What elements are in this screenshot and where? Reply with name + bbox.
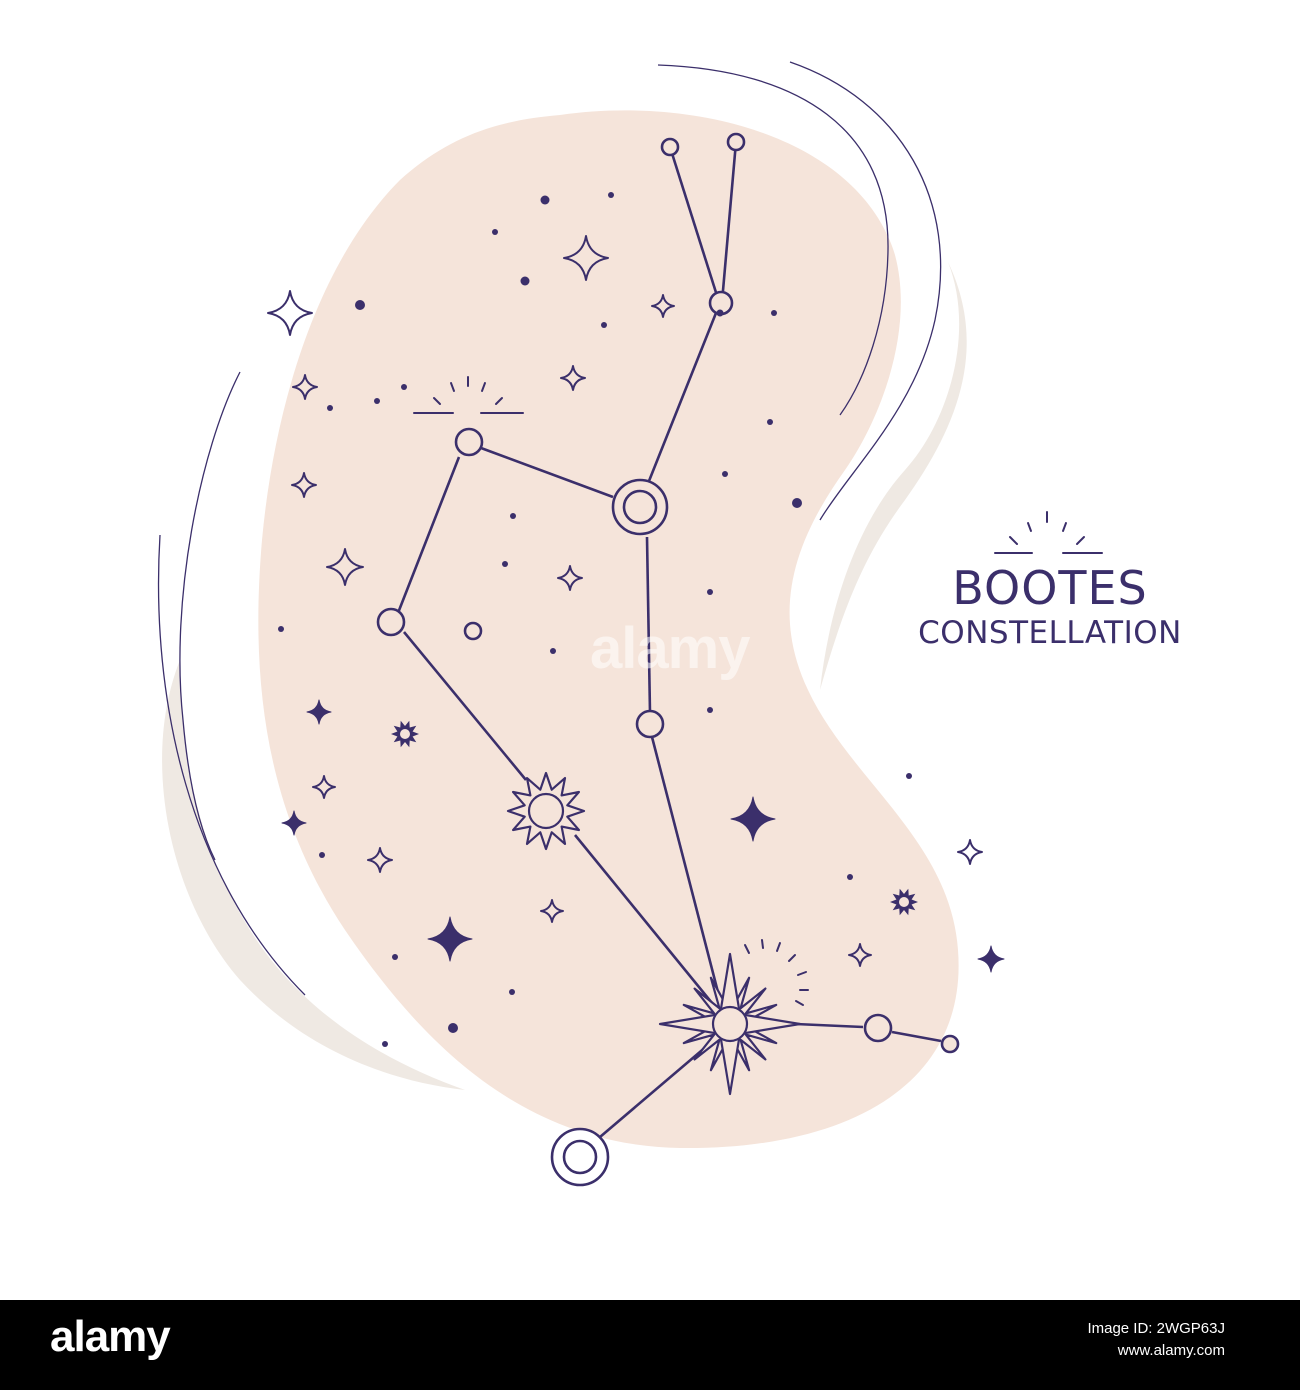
flower-core xyxy=(899,897,909,907)
filled-sparkle-icon xyxy=(730,796,776,842)
dot-icon xyxy=(771,310,777,316)
background-blob xyxy=(258,110,959,1149)
constellation-lines xyxy=(396,141,942,1138)
dot-icon xyxy=(382,1041,388,1047)
swoosh-right-shape xyxy=(820,262,967,690)
dot-icon xyxy=(401,384,407,390)
star-node-icon xyxy=(635,709,665,739)
sun-burst-core xyxy=(527,792,565,830)
dot-icon xyxy=(707,707,713,713)
dot-icon xyxy=(509,989,515,995)
ring-star-nodes xyxy=(376,132,960,1054)
site-url[interactable]: www.alamy.com xyxy=(1117,1342,1225,1359)
star-node-icon xyxy=(454,427,484,457)
dot-icon xyxy=(767,419,773,425)
compass-star-core xyxy=(711,1005,749,1043)
filled-sparkle-icon xyxy=(281,810,307,836)
outline-sparkle-icon xyxy=(267,290,313,336)
dot-icon xyxy=(722,471,728,477)
dot-icon xyxy=(792,498,802,508)
dot-icon xyxy=(319,852,325,858)
sun-burst-icon xyxy=(506,771,586,851)
dot-icon xyxy=(374,398,380,404)
dot-icon xyxy=(540,195,550,205)
constellation-artwork xyxy=(157,61,1103,1187)
sparkle-flower-icon xyxy=(890,888,918,916)
dot-icon xyxy=(550,648,556,654)
outline-sparkle-icon xyxy=(563,235,609,281)
dot-icon xyxy=(448,1023,458,1033)
filled-sparkle-icon xyxy=(977,945,1005,973)
dot-icon xyxy=(392,954,398,960)
dot-icon xyxy=(327,405,333,411)
outline-sparkle-icon xyxy=(557,565,583,591)
footer-image-info: Image ID: 2WGP63J www.alamy.com xyxy=(1087,1318,1225,1362)
dot-icon xyxy=(492,229,498,235)
compass-star-icon xyxy=(658,952,802,1096)
outline-sparkle-icon xyxy=(560,365,586,391)
page-title: BOOTES xyxy=(952,561,1148,615)
star-node-icon xyxy=(660,137,680,157)
title-ray-burst-icon xyxy=(994,511,1103,554)
footer-bar: alamy Image ID: 2WGP63J www.alamy.com xyxy=(0,1300,1300,1390)
ray-burst-icon xyxy=(413,376,524,414)
dot-icon xyxy=(847,874,853,880)
scattered-dots xyxy=(278,192,912,1047)
outline-sparkle-icon xyxy=(848,943,872,967)
outline-sparkle-icon xyxy=(957,839,983,865)
title-block: BOOTES CONSTELLATION xyxy=(880,505,1220,653)
star-node-icon xyxy=(376,607,406,637)
dot-icon xyxy=(502,561,508,567)
image-id-label: Image ID: 2WGP63J xyxy=(1087,1320,1225,1337)
dot-icon xyxy=(510,513,516,519)
star-node-icon xyxy=(863,1013,893,1043)
outline-sparkle-icon xyxy=(367,847,393,873)
dot-icon xyxy=(520,276,530,286)
ray-burst-icon xyxy=(744,939,809,1006)
dot-icon xyxy=(601,322,607,328)
dot-icon xyxy=(906,773,912,779)
dot-icon xyxy=(278,626,284,632)
outline-sparkle-icon xyxy=(292,374,318,400)
sparkle-flower-icon xyxy=(391,720,419,748)
outline-sparkle-icon xyxy=(651,294,675,318)
watermark-text: alamy xyxy=(590,616,750,681)
outline-sparkle-icon xyxy=(312,775,336,799)
sparkle-stars xyxy=(267,235,1005,973)
outline-sparkle-icon xyxy=(326,548,364,586)
filled-sparkle-icon xyxy=(306,699,332,725)
dot-icon xyxy=(707,589,713,595)
flower-core xyxy=(400,729,410,739)
dot-icon xyxy=(608,192,614,198)
page-subtitle: CONSTELLATION xyxy=(918,615,1182,651)
star-node-icon xyxy=(463,621,483,641)
dot-icon xyxy=(716,309,724,317)
filled-sparkle-icon xyxy=(427,916,473,962)
star-node-icon xyxy=(940,1034,960,1054)
double-ring-star-icon xyxy=(611,478,669,536)
double-ring-star-icon xyxy=(550,1127,610,1187)
footer-logo[interactable]: alamy xyxy=(50,1312,171,1361)
outline-sparkle-icon xyxy=(540,899,564,923)
outline-sparkle-icon xyxy=(291,472,317,498)
star-node-icon xyxy=(726,132,746,152)
dot-icon xyxy=(355,300,365,310)
decorative-arcs xyxy=(157,61,942,996)
